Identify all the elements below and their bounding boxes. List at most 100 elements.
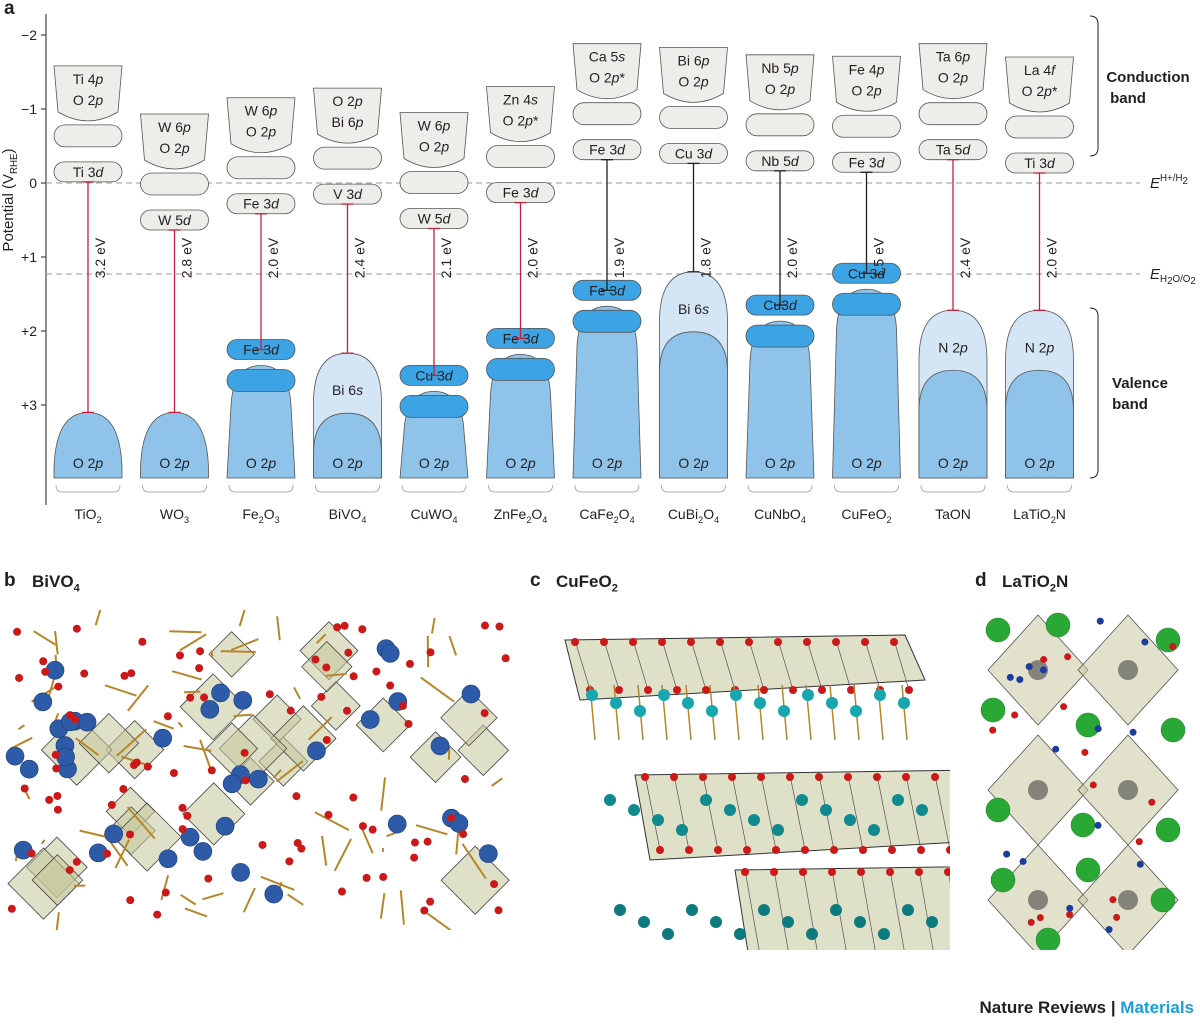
oxygen-atom bbox=[324, 810, 333, 819]
oxygen-atom bbox=[905, 686, 913, 694]
oxygen-atom bbox=[178, 825, 187, 834]
bond bbox=[829, 684, 836, 741]
oxygen-atom bbox=[832, 638, 840, 646]
oxygen-atom bbox=[372, 667, 381, 676]
copper-atom bbox=[682, 697, 694, 709]
lanthanum-atom bbox=[1150, 887, 1176, 913]
bond bbox=[184, 907, 208, 918]
copper-atom bbox=[844, 814, 856, 826]
bond bbox=[399, 890, 405, 925]
bond bbox=[40, 839, 46, 845]
oxygen-atom bbox=[343, 706, 352, 715]
vb-main-band-7 bbox=[659, 331, 728, 479]
bond bbox=[160, 874, 170, 901]
oxygen-atom bbox=[196, 647, 205, 656]
bivo4-crystal-structure bbox=[5, 610, 510, 930]
vb-main-band-3 bbox=[313, 412, 382, 479]
cb-top-label-11-1: O 2p* bbox=[1022, 83, 1058, 99]
oxygen-atom bbox=[917, 846, 925, 854]
copper-atom bbox=[802, 689, 814, 701]
bond bbox=[153, 720, 174, 730]
anion-atom bbox=[1019, 857, 1027, 865]
x-label-3: BiVO4 bbox=[329, 506, 367, 525]
copper-atom bbox=[830, 904, 842, 916]
oxygen-atom bbox=[847, 686, 855, 694]
x-label-2: Fe2O3 bbox=[242, 506, 279, 525]
layer-edge bbox=[644, 774, 661, 851]
y-tick-label-2: 0 bbox=[29, 175, 37, 191]
cb-bucket-1 bbox=[140, 113, 209, 170]
oxygen-atom bbox=[322, 735, 331, 744]
vb-light-label-7: Bi 6s bbox=[678, 301, 709, 317]
cb-top-label-7-0: Bi 6p bbox=[678, 52, 710, 68]
oxygen-atom bbox=[410, 853, 419, 862]
bond bbox=[260, 875, 295, 891]
cb-top-label-8-1: O 2p bbox=[765, 81, 796, 97]
anion-atom bbox=[1135, 838, 1143, 846]
x-label-11: LaTiO2N bbox=[1013, 506, 1066, 525]
oxygen-atom bbox=[379, 872, 388, 881]
bond bbox=[104, 684, 137, 697]
oxygen-atom bbox=[629, 638, 637, 646]
oxygen-atom bbox=[902, 773, 910, 781]
oxygen-atom bbox=[743, 846, 751, 854]
bond bbox=[360, 826, 374, 854]
oxygen-atom bbox=[946, 846, 950, 854]
y-tick-label-4: +2 bbox=[21, 323, 37, 339]
oxygen-atom bbox=[799, 868, 807, 876]
oxygen-atom bbox=[728, 773, 736, 781]
vb-label-11: O 2p bbox=[1024, 455, 1055, 471]
x-label-5: ZnFe2O4 bbox=[494, 506, 548, 525]
vo4-tetrahedron bbox=[440, 845, 510, 915]
x-label-0: TiO2 bbox=[74, 506, 101, 525]
anion-atom bbox=[1027, 918, 1035, 926]
cb-pill-2-3 bbox=[313, 146, 382, 170]
oxygen-atom bbox=[127, 669, 136, 678]
oxygen-atom bbox=[163, 712, 172, 721]
cb-label-9: Fe 3d bbox=[849, 154, 886, 170]
bond bbox=[325, 672, 347, 677]
cb-bucket-5 bbox=[486, 86, 555, 142]
oxygen-atom bbox=[15, 673, 24, 682]
anion-atom bbox=[1096, 617, 1104, 625]
oxygen-atom bbox=[745, 638, 753, 646]
gap-value-0: 3.2 eV bbox=[92, 237, 108, 278]
lanthanum-atom bbox=[1075, 857, 1101, 883]
copper-atom bbox=[916, 804, 928, 816]
copper-atom bbox=[734, 928, 746, 940]
layer-edge bbox=[789, 774, 806, 851]
layer-edge bbox=[773, 869, 789, 950]
oxygen-atom bbox=[337, 887, 346, 896]
vb-label-1: O 2p bbox=[159, 455, 190, 471]
oxygen-atom bbox=[107, 800, 116, 809]
lanthanum-atom bbox=[1045, 612, 1071, 638]
bond bbox=[461, 843, 487, 880]
anion-atom bbox=[1060, 703, 1068, 711]
bond bbox=[321, 835, 328, 866]
bond bbox=[230, 638, 259, 651]
anion-atom bbox=[1089, 781, 1097, 789]
copper-atom bbox=[874, 689, 886, 701]
x-bracket-7 bbox=[661, 484, 726, 493]
bismuth-atom bbox=[430, 736, 450, 756]
oxygen-atom bbox=[195, 664, 204, 673]
cb-top-label-4-0: W 6p bbox=[418, 118, 451, 134]
anion-atom bbox=[1003, 850, 1011, 858]
oxygen-atom bbox=[460, 775, 469, 784]
gap-value-5: 2.0 eV bbox=[525, 237, 541, 278]
bond bbox=[126, 806, 156, 840]
bismuth-atom bbox=[193, 842, 213, 861]
oxygen-atom bbox=[317, 692, 326, 701]
oxygen-atom bbox=[772, 846, 780, 854]
copper-atom bbox=[604, 794, 616, 806]
cb-top-label-5-0: Zn 4s bbox=[503, 92, 538, 108]
layer-edge bbox=[632, 639, 649, 691]
anion-atom bbox=[989, 726, 997, 734]
bismuth-atom bbox=[461, 684, 481, 704]
layer-edge bbox=[574, 639, 591, 691]
titanium-atom bbox=[1118, 780, 1138, 800]
bond bbox=[183, 744, 212, 752]
oxygen-atom bbox=[931, 773, 939, 781]
bond bbox=[171, 670, 202, 681]
